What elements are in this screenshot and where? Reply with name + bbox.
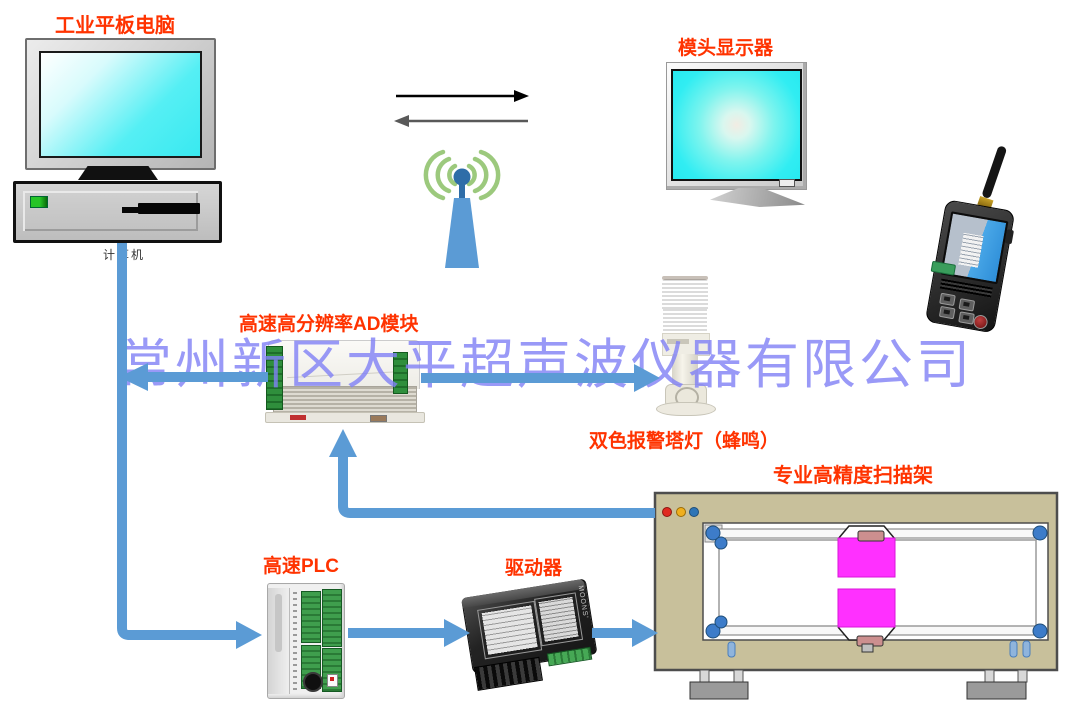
motor-driver-device: MOONS' (461, 578, 599, 695)
lamp-base (656, 402, 716, 416)
display-screen (671, 69, 802, 181)
magenta-carriage (837, 537, 896, 578)
computer-tower (13, 181, 222, 243)
label-scanner: 专业高精度扫描架 (773, 465, 933, 487)
lamp-label-band (662, 333, 710, 356)
industrial-tablet-pc: 计算机 (0, 0, 260, 270)
scanner-frame (653, 491, 1059, 700)
top-rail (706, 528, 1044, 539)
indicator-blue (689, 507, 699, 517)
bottom-rail (706, 625, 1044, 636)
ad-module-base (265, 412, 425, 423)
frame-foot (689, 681, 749, 700)
handheld-key (938, 305, 956, 320)
right-arrow-icon (396, 90, 529, 102)
handheld-antenna (981, 145, 1008, 200)
frame-foot (966, 681, 1027, 700)
handheld-body (924, 199, 1016, 334)
monitor-stand (78, 166, 158, 180)
pulley (714, 536, 728, 550)
label-plc: 高速PLC (263, 556, 340, 577)
handle (727, 641, 736, 658)
plc-switch (327, 674, 338, 687)
ad-module-right-terminal (393, 352, 408, 394)
probe-clamp (856, 635, 884, 647)
connector-pc-to-plc (117, 243, 238, 640)
label-driver: 驱动器 (505, 558, 563, 579)
left-arrow-icon (394, 115, 528, 127)
driver-label-sticker (534, 592, 584, 647)
die-head-display-monitor (666, 62, 807, 190)
handheld-side-clip (1004, 229, 1014, 245)
pulley (705, 525, 721, 541)
plc-terminal-block (301, 591, 321, 643)
pulley (705, 623, 721, 639)
label-alarm-lamp: 双色报警塔灯（蜂鸣） (589, 431, 780, 452)
handheld-screen-content (955, 229, 986, 272)
handle (1022, 640, 1031, 658)
pulley (1032, 525, 1048, 541)
label-die-display: 模头显示器 (678, 38, 774, 59)
ad-module-red-indicator (290, 415, 306, 420)
alarm-tower-lamp (652, 272, 722, 418)
power-led (30, 196, 48, 208)
display-stand-shadow (710, 188, 805, 207)
plc-device (267, 583, 345, 699)
label-ad-module: 高速高分辨率AD模块 (239, 314, 419, 335)
handheld-key (939, 292, 956, 307)
indicator-yellow (676, 507, 686, 517)
wifi-antenna-icon (423, 149, 501, 268)
drive-slot-notch (122, 207, 142, 213)
pulley (714, 615, 728, 629)
plc-round-connector (303, 672, 323, 692)
handheld-key (958, 298, 976, 312)
lamp-green-segment (663, 309, 707, 333)
label-computer: 计算机 (103, 248, 146, 262)
handheld-power-key (972, 313, 989, 331)
monitor-screen (39, 51, 202, 158)
label-tablet-pc: 工业平板电脑 (55, 15, 175, 37)
connector-frame-to-adm (338, 457, 655, 518)
ad-module-port (370, 415, 387, 422)
drive-slot (138, 203, 200, 214)
lamp-cap (662, 276, 708, 280)
company-watermark: 常州新区大平超声波仪器有限公司 (118, 335, 973, 395)
handle (1009, 640, 1018, 658)
pulley (1032, 623, 1048, 639)
ad-module-device (265, 330, 425, 426)
plc-groove (275, 594, 282, 652)
display-power-button (779, 179, 795, 187)
lamp-red-segment (662, 279, 708, 309)
plc-io-leds (293, 592, 297, 690)
magenta-carriage (837, 588, 896, 628)
handheld-ultrasonic-device (924, 142, 1038, 334)
crt-monitor (25, 38, 216, 170)
connector-lines (117, 243, 655, 640)
probe-clamp (857, 530, 885, 542)
driver-label-sticker (477, 600, 543, 660)
indicator-red (662, 507, 672, 517)
plc-terminal-block (322, 589, 342, 647)
